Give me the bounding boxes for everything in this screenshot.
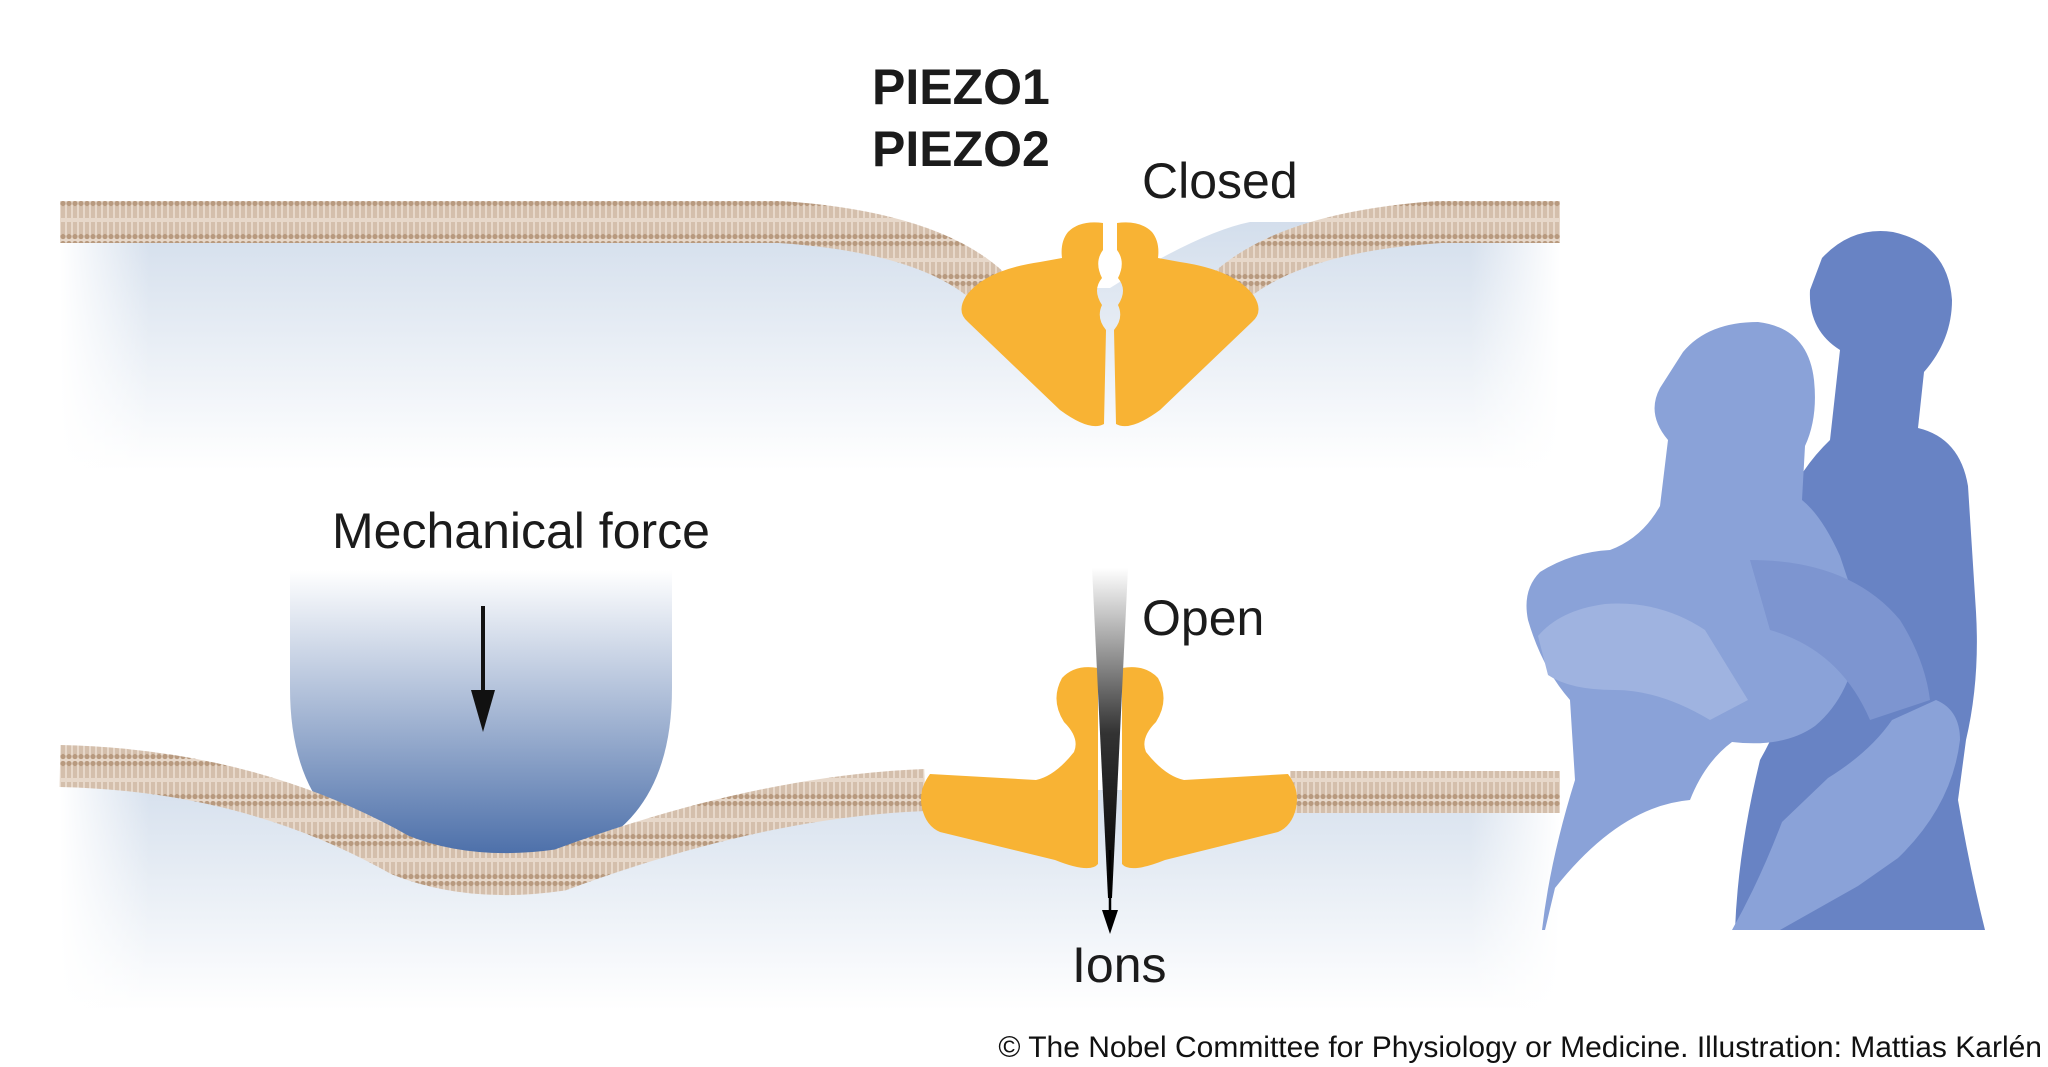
piezo2-label: PIEZO2 — [872, 121, 1050, 177]
membrane-bottom-left — [59, 745, 926, 896]
membrane-top-right — [1213, 201, 1560, 304]
hugging-people-illustration — [1526, 231, 1985, 931]
open-label: Open — [1142, 590, 1264, 646]
membrane-top-left — [60, 201, 1005, 304]
arrow-down-icon — [1102, 910, 1118, 934]
copyright-credit: © The Nobel Committee for Physiology or … — [998, 1031, 2042, 1064]
piezo-channel-closed — [961, 222, 1259, 427]
closed-label: Closed — [1142, 153, 1298, 209]
closed-panel — [60, 201, 1560, 472]
open-panel — [59, 568, 1560, 1016]
arrow-down-icon — [471, 606, 495, 732]
ion-flow-arrow — [1092, 568, 1128, 934]
person-front-silhouette — [1526, 322, 1960, 930]
piezo-channel-open — [921, 667, 1297, 869]
mechanical-force-label: Mechanical force — [332, 503, 710, 559]
piezo1-label: PIEZO1 — [872, 59, 1050, 115]
ions-label: Ions — [1072, 937, 1167, 993]
